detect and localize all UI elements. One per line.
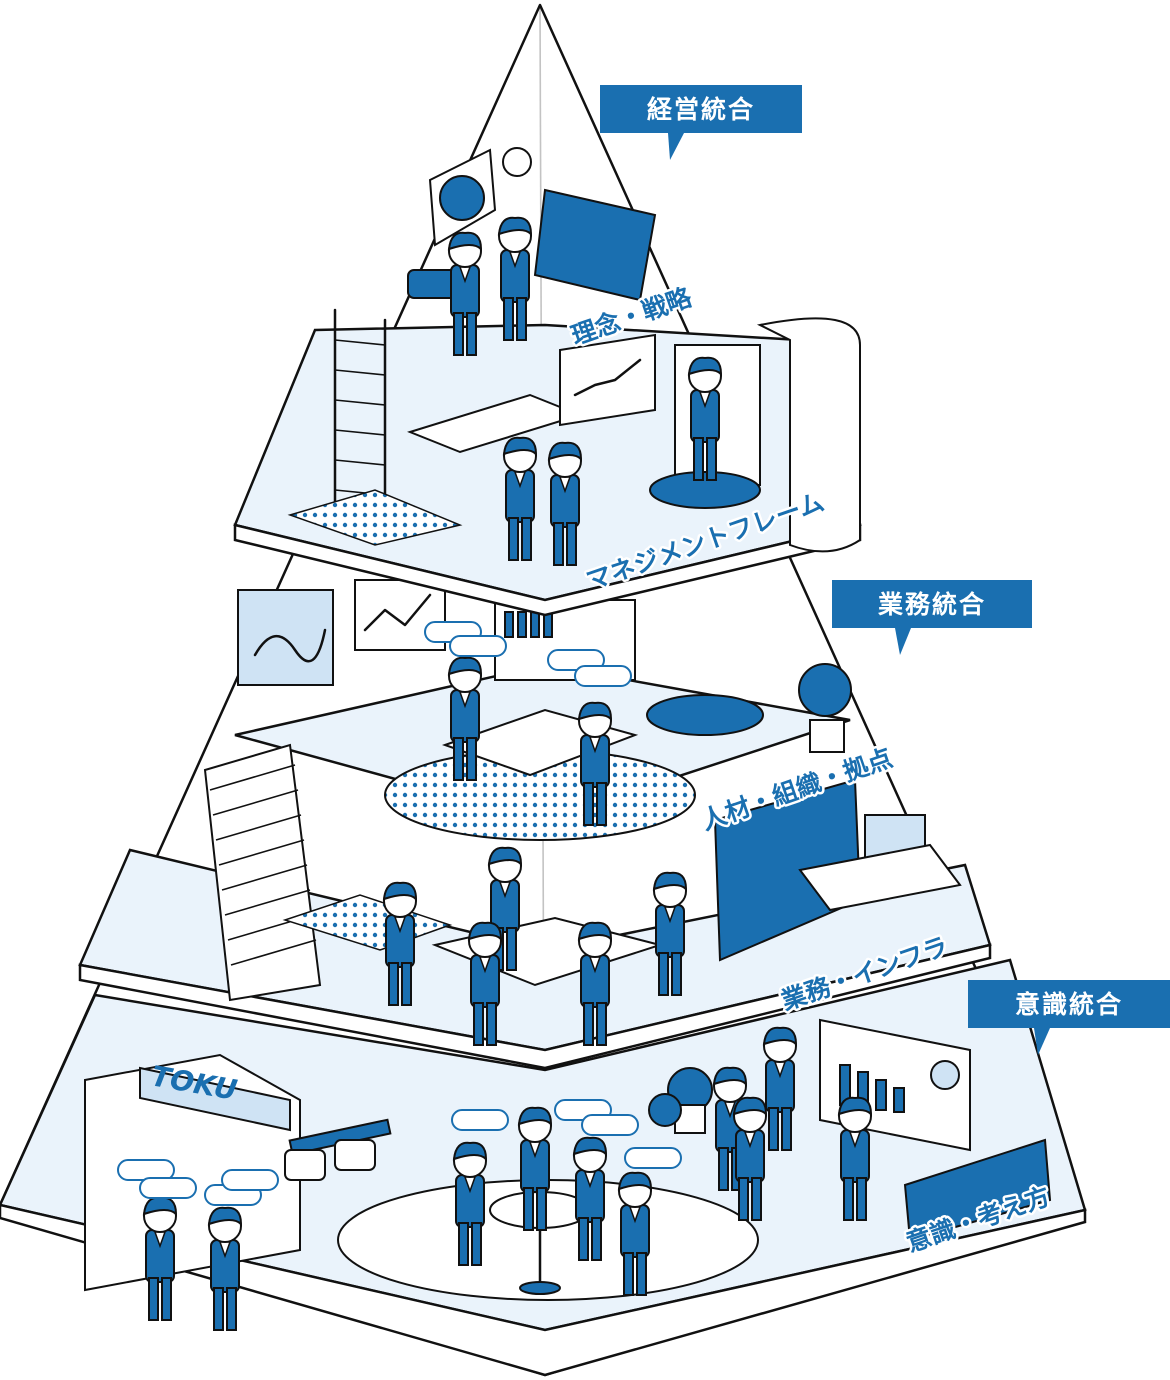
floor-top xyxy=(233,147,862,617)
tag-keiei-text: 経営統合 xyxy=(647,95,755,124)
tag-gyomu: 業務統合 xyxy=(832,580,1032,655)
tag-ishiki-text: 意識統合 xyxy=(1015,990,1123,1019)
tag-gyomu-text: 業務統合 xyxy=(878,590,986,619)
tag-keiei: 経営統合 xyxy=(600,85,802,160)
tag-ishiki: 意識統合 xyxy=(968,980,1170,1055)
floor-middle xyxy=(78,579,992,1070)
floor-bottom: TOKU xyxy=(0,958,1087,1377)
